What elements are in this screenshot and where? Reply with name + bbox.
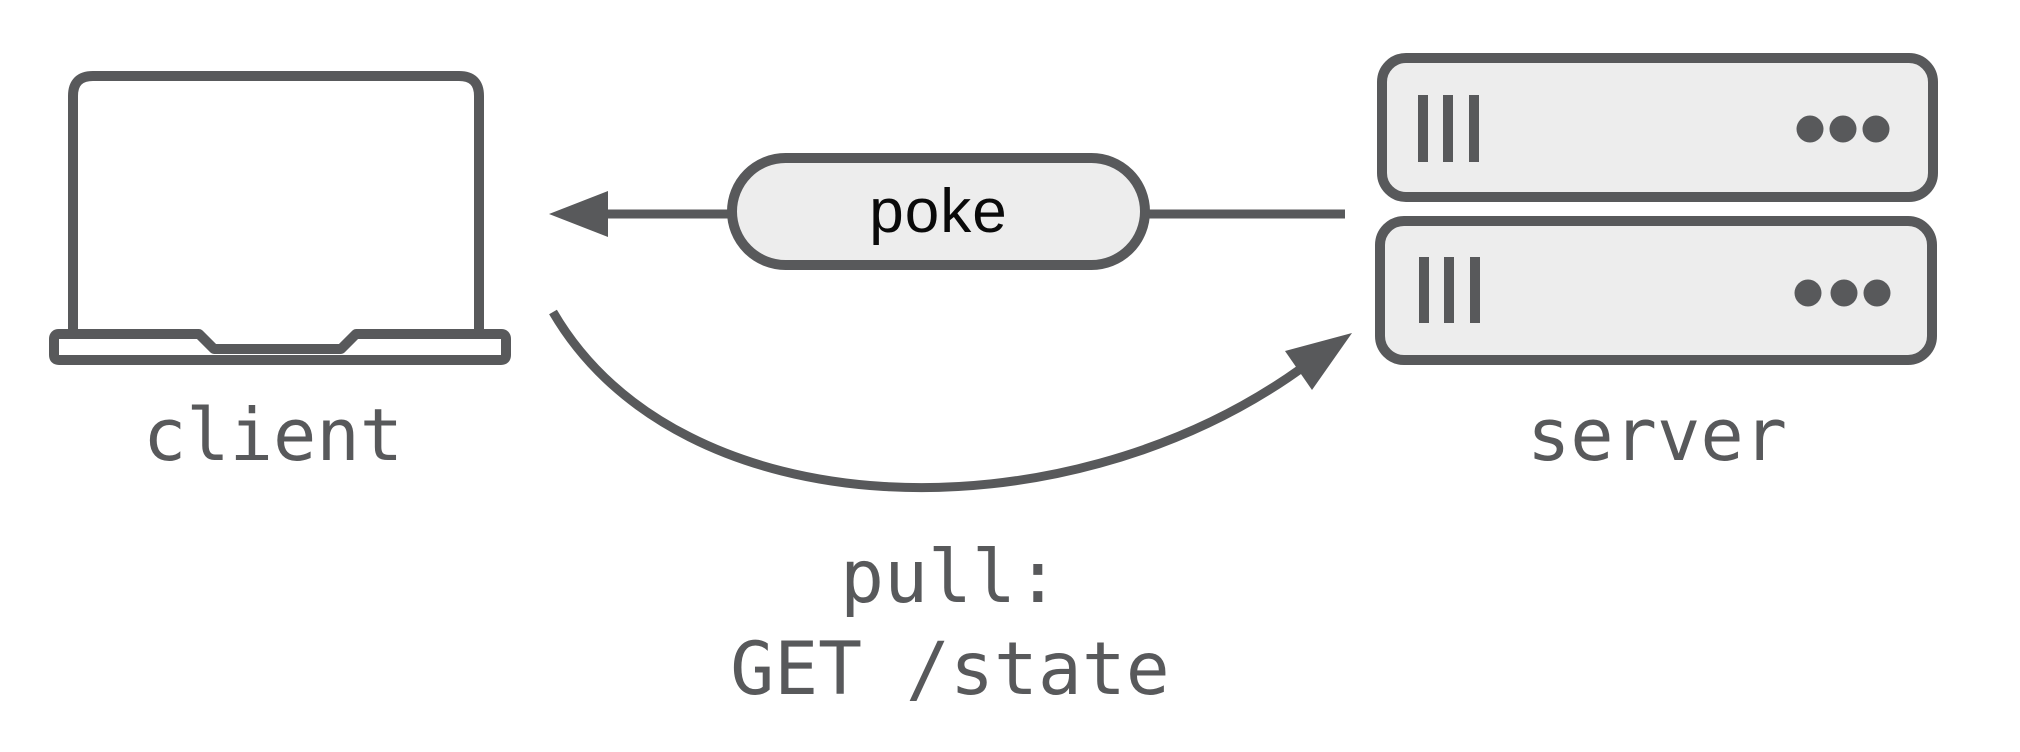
rack-led-dot: [1829, 115, 1857, 143]
rack-led-dot: [1830, 279, 1858, 307]
server-rack-unit-2: [1375, 216, 1937, 365]
pull-label: pull: GET /state: [730, 532, 1170, 716]
poke-label: poke: [869, 177, 1008, 246]
rack-led-dot: [1862, 115, 1890, 143]
rack-led-dot: [1796, 115, 1824, 143]
laptop-icon: [49, 71, 511, 365]
rack-body: [1375, 216, 1937, 365]
poke-pill: poke: [727, 153, 1150, 270]
rack-body: [1377, 53, 1938, 202]
server-label: server: [1526, 393, 1788, 477]
pull-arrow: [549, 309, 1352, 493]
pull-arrow-curve: [549, 309, 1302, 493]
pull-arrowhead-icon: [1285, 333, 1352, 390]
poke-arrowhead-icon: [549, 191, 608, 237]
pull-label-line1: pull:: [840, 535, 1060, 620]
server-rack-icon: [1375, 53, 1938, 365]
laptop-base: [49, 329, 511, 365]
rack-led-dot: [1794, 279, 1822, 307]
pull-label-line2: GET /state: [730, 627, 1170, 712]
client-label: client: [142, 393, 404, 477]
rack-led-dot: [1863, 279, 1891, 307]
laptop-screen: [68, 71, 484, 334]
server-rack-unit-1: [1377, 53, 1938, 202]
